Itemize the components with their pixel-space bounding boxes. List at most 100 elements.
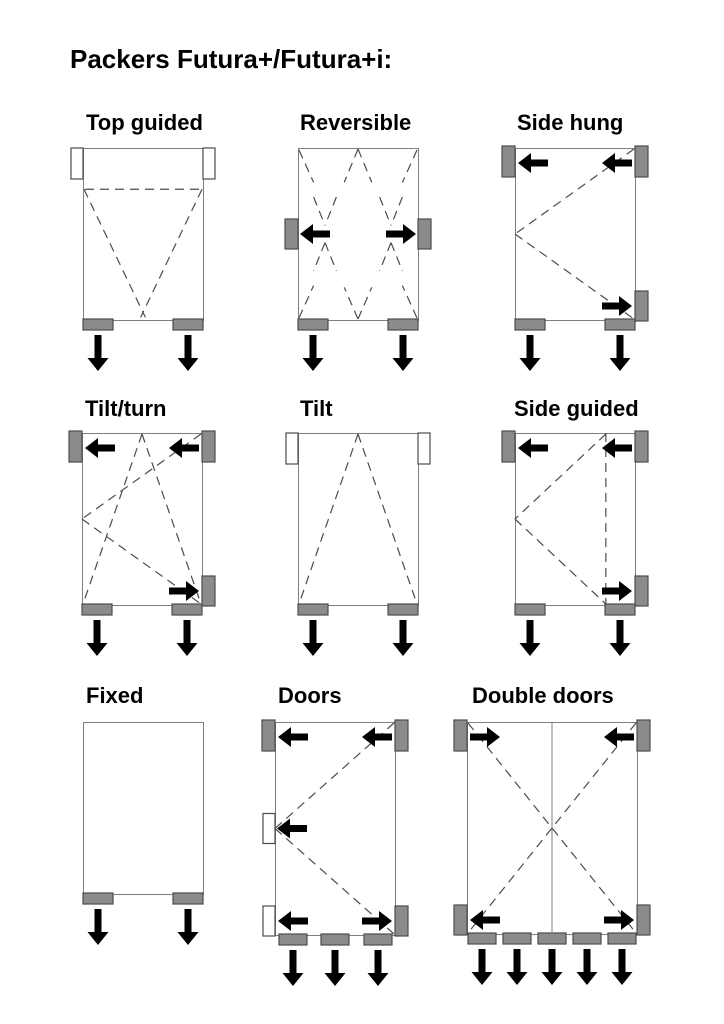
left-arrow-icon (362, 727, 392, 747)
opening-dash-line (357, 287, 373, 320)
left-arrow-icon (602, 153, 632, 173)
right-arrow-icon (470, 727, 500, 747)
diagram-label-tilt: Tilt (300, 396, 333, 421)
opening-dash-line (514, 433, 607, 520)
packer-gray-bottom-5 (607, 932, 637, 945)
packer-gray-right-bottom (634, 575, 649, 607)
diagram-label-fixed: Fixed (86, 683, 144, 708)
packer-gray-bottom-right (387, 603, 419, 616)
packer-gray-bottom-1 (467, 932, 497, 945)
packer-gray-right-bottom (636, 904, 651, 936)
window-frame (298, 433, 419, 606)
down-arrow-icon (176, 620, 198, 656)
packer-gray-bottom-left (297, 318, 329, 331)
diagram-label-doors: Doors (278, 683, 342, 708)
left-arrow-icon (278, 727, 308, 747)
diagram-label-side-hung: Side hung (517, 110, 624, 135)
window-frame (515, 148, 636, 321)
opening-dash-line (514, 148, 635, 235)
right-arrow-icon (169, 581, 199, 601)
down-arrow-icon (302, 620, 324, 656)
diagram-doors (261, 719, 409, 986)
opening-dash-line (274, 722, 395, 829)
diagram-label-tilt-turn: Tilt/turn (85, 396, 167, 421)
packer-white-right-top (202, 147, 216, 180)
opening-dash-line (81, 433, 202, 520)
packer-gray-bottom-left (514, 318, 546, 331)
down-arrow-icon (609, 335, 631, 371)
opening-dash-line (313, 196, 326, 226)
down-arrow-icon (611, 949, 633, 985)
opening-dash-line (313, 242, 326, 272)
left-arrow-icon (518, 153, 548, 173)
left-arrow-icon (300, 224, 330, 244)
down-arrow-icon (324, 950, 346, 986)
down-arrow-icon (519, 335, 541, 371)
diagram-label-side-guided: Side guided (514, 396, 639, 421)
opening-dash-line (274, 828, 395, 935)
diagram-group-tilt-turn (68, 430, 216, 656)
packer-gray-bottom-1 (278, 933, 308, 946)
packer-gray-right-top (634, 430, 649, 463)
packer-gray-left-top (453, 719, 468, 752)
opening-dash-line (357, 148, 373, 183)
diagram-tilt-turn (68, 430, 216, 656)
diagram-label-double-doors: Double doors (472, 683, 614, 708)
window-frame (83, 722, 204, 895)
page-title: Packers Futura+/Futura+i: (70, 44, 393, 74)
packer-gray-right-top (634, 145, 649, 178)
left-arrow-icon (169, 438, 199, 458)
diagram-group-doors (261, 719, 409, 986)
left-arrow-icon (277, 818, 307, 839)
diagram-group-side-hung (501, 145, 649, 371)
diagram-group-double-doors (453, 719, 651, 985)
left-arrow-icon (604, 727, 634, 747)
down-arrow-icon (519, 620, 541, 656)
window-frame (515, 433, 636, 606)
diagram-tilt (285, 432, 431, 656)
diagram-label-top-guided: Top guided (86, 110, 203, 135)
diagram-group-reversible (284, 148, 432, 371)
packer-gray-bottom-right (604, 603, 636, 616)
packer-gray-bottom-2 (502, 932, 532, 945)
down-arrow-icon (177, 335, 199, 371)
packer-gray-bottom-right (604, 318, 636, 331)
packer-gray-left-top (501, 430, 516, 463)
packer-gray-right-bottom (201, 575, 216, 607)
right-arrow-icon (602, 581, 632, 601)
diagram-fixed (82, 722, 204, 945)
diagram-group-tilt (285, 432, 431, 656)
window-frame (82, 433, 203, 606)
packer-gray-bottom-left (82, 892, 114, 905)
packer-white-left-bottom (262, 905, 276, 937)
packer-gray-left-top (68, 430, 83, 463)
right-arrow-icon (362, 911, 392, 931)
opening-dash-line (401, 149, 418, 183)
diagram-top-guided (70, 147, 216, 371)
left-arrow-icon (278, 911, 308, 931)
packer-gray-right-middle (417, 218, 432, 250)
packer-white-left-top (70, 147, 84, 180)
packer-gray-bottom-right (387, 318, 419, 331)
right-arrow-icon (386, 224, 416, 244)
right-arrow-icon (604, 910, 634, 930)
opening-dash-line (401, 285, 418, 319)
opening-dash-line (379, 242, 392, 272)
diagram-double-doors (453, 719, 651, 985)
packer-gray-left-top (261, 719, 276, 752)
packer-gray-bottom-3 (363, 933, 393, 946)
left-arrow-icon (470, 910, 500, 930)
packer-gray-left-bottom (453, 904, 468, 936)
opening-dash-line (343, 287, 359, 320)
packer-gray-right-top (636, 719, 651, 752)
packer-gray-left-top (501, 145, 516, 178)
opening-dash-line (324, 196, 337, 226)
left-arrow-icon (518, 438, 548, 458)
opening-dash-line (390, 242, 403, 272)
packer-gray-right-top (201, 430, 216, 463)
diagram-side-guided (501, 430, 649, 656)
packer-gray-bottom-4 (572, 932, 602, 945)
down-arrow-icon (609, 620, 631, 656)
down-arrow-icon (87, 335, 109, 371)
down-arrow-icon (541, 949, 563, 985)
